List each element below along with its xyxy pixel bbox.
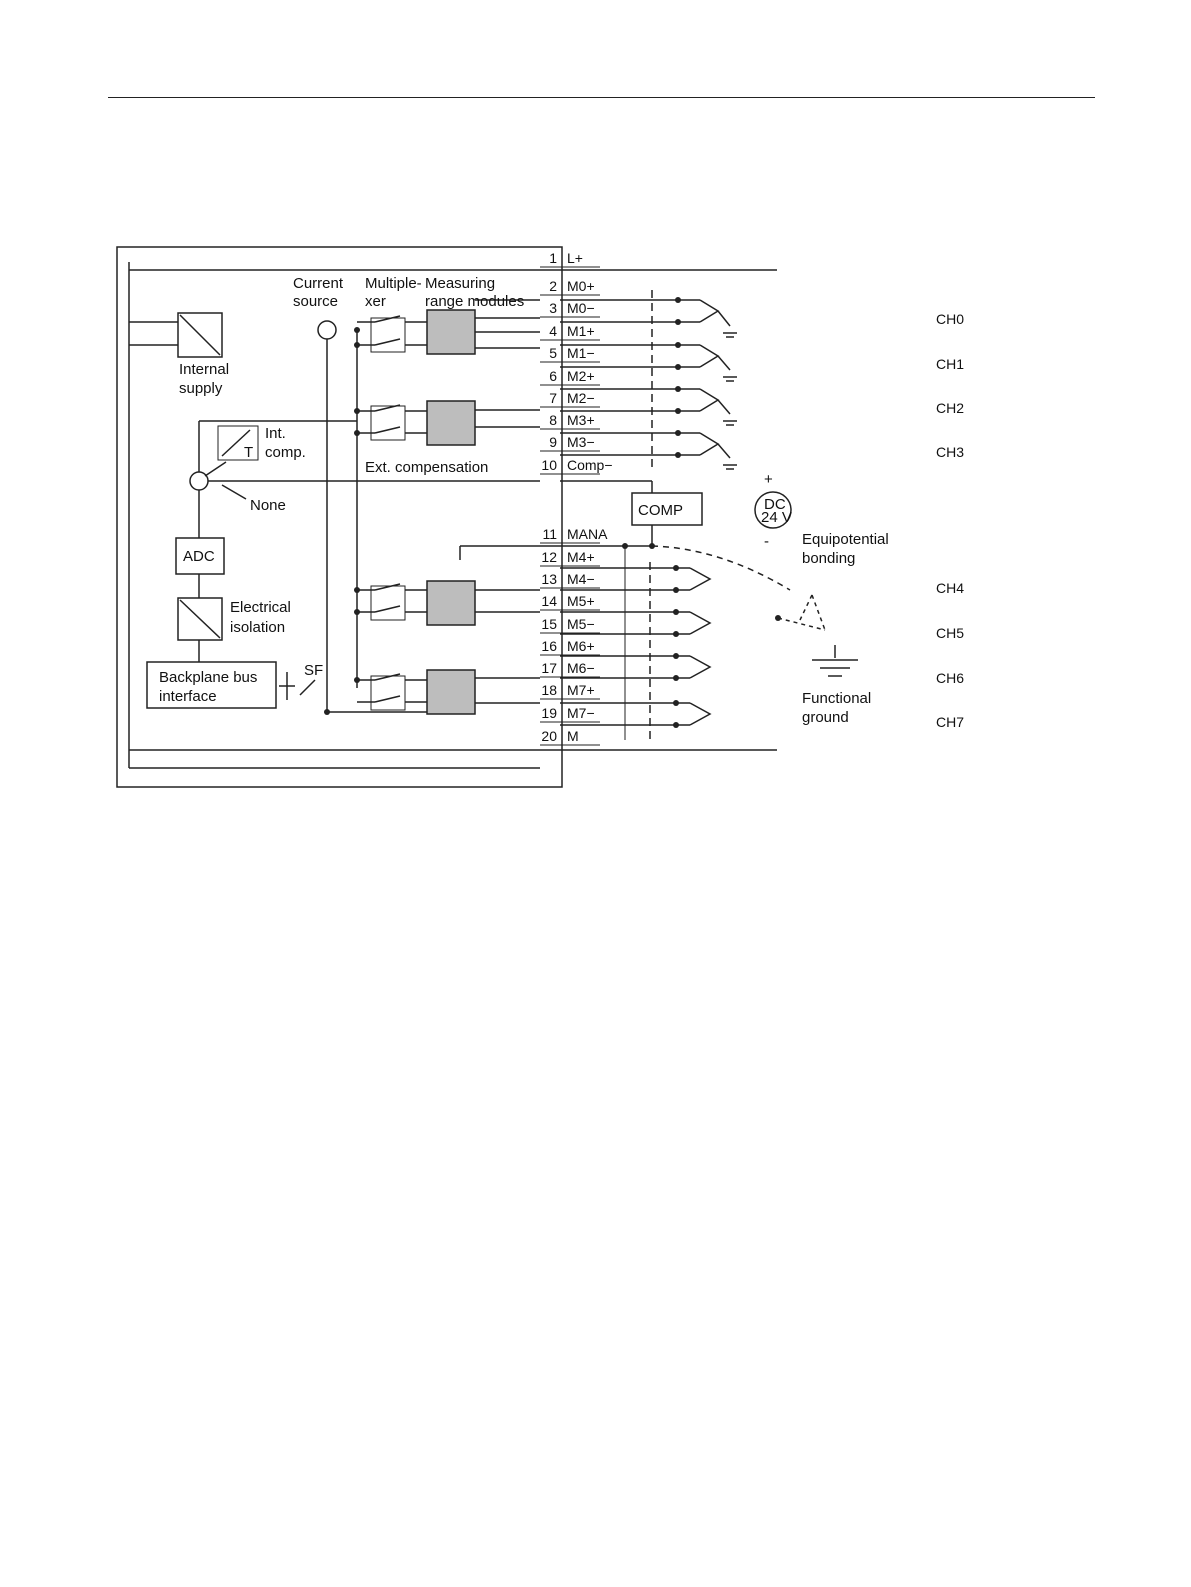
terminal-number: 19 (541, 705, 557, 721)
multiplexer-label-1: Multiple- (365, 275, 422, 292)
measuring-label-2: range modules (425, 293, 524, 310)
terminal-number: 20 (541, 728, 557, 744)
channel-label-ch5: CH5 (936, 625, 964, 641)
terminal-signal: L+ (567, 250, 583, 266)
backplane-block (146, 661, 277, 709)
channel-label-ch7: CH7 (936, 714, 964, 730)
module-outline (116, 246, 563, 788)
dc-plus: + (764, 471, 773, 488)
terminal-number: 3 (549, 300, 557, 316)
terminal-number: 10 (541, 457, 557, 473)
functional-ground-label-2: ground (802, 709, 849, 726)
terminal-signal: M6− (567, 660, 595, 676)
summing-node (189, 471, 209, 491)
int-comp-label-1: Int. (265, 425, 286, 442)
terminal-signal: M2+ (567, 368, 595, 384)
dc-label-1: DC (764, 496, 786, 513)
terminal-signal: M6+ (567, 638, 595, 654)
isolation-block (177, 597, 223, 641)
terminal-number: 18 (541, 682, 557, 698)
internal-supply-label-2: supply (179, 380, 223, 397)
internal-supply-label-1: Internal (179, 361, 229, 378)
functional-ground-label-1: Functional (802, 690, 871, 707)
terminal-number: 4 (549, 323, 557, 339)
multiplexer-label-2: xer (365, 293, 386, 310)
terminal-number: 9 (549, 434, 557, 450)
terminal-number: 17 (541, 660, 557, 676)
terminal-block: 1 L+ 2 M0+ 3 M0− 4 M1+ 5 M1− 6 M2+ 7 M2− 8 M3+ 9 M3− 10 Com… (540, 250, 613, 746)
terminal-signal: M7− (567, 705, 595, 721)
measuring-range-module-3 (426, 580, 476, 626)
terminal-signal: M4− (567, 571, 595, 587)
current-source-label-1: Current (293, 275, 344, 292)
dc-label-2: 24 V (761, 509, 792, 526)
terminal-number: 6 (549, 368, 557, 384)
backplane-label-1: Backplane bus (159, 669, 257, 686)
terminal-signal: M4+ (567, 549, 595, 565)
terminal-number: 5 (549, 345, 557, 361)
terminal-number: 15 (541, 616, 557, 632)
terminal-number: 1 (549, 250, 557, 266)
terminal-signal: M1+ (567, 323, 595, 339)
comp-label: COMP (638, 502, 683, 519)
none-label: None (250, 497, 286, 514)
backplane-label-2: interface (159, 688, 217, 705)
t-label: T (244, 444, 253, 461)
terminal-number: 12 (541, 549, 557, 565)
header-rule (108, 97, 1095, 98)
dc-minus: - (764, 533, 769, 550)
adc-block (175, 537, 225, 575)
terminal-number: 8 (549, 412, 557, 428)
sf-label: SF (304, 662, 323, 679)
terminal-signal: M7+ (567, 682, 595, 698)
measuring-label-1: Measuring (425, 275, 495, 292)
terminal-signal: M5+ (567, 593, 595, 609)
terminal-signal: Comp− (567, 457, 613, 473)
terminal-signal: M1− (567, 345, 595, 361)
terminal-signal: MANA (567, 526, 608, 542)
equipotential-label-1: Equipotential (802, 531, 889, 548)
channel-label-ch3: CH3 (936, 444, 964, 460)
terminal-number: 7 (549, 390, 557, 406)
measuring-range-module-2 (426, 400, 476, 446)
terminal-signal: M3− (567, 434, 595, 450)
terminal-signal: M2− (567, 390, 595, 406)
int-comp-sensor (217, 425, 259, 461)
internal-supply-block (177, 312, 223, 358)
isolation-label-1: Electrical (230, 599, 291, 616)
current-source-symbol (317, 320, 337, 340)
ext-comp-label: Ext. compensation (365, 459, 488, 476)
terminal-signal: M0− (567, 300, 595, 316)
equipotential-label-2: bonding (802, 550, 855, 567)
terminal-signal: M0+ (567, 278, 595, 294)
int-comp-label-2: comp. (265, 444, 306, 461)
isolation-label-2: isolation (230, 619, 285, 636)
terminal-signal: M5− (567, 616, 595, 632)
terminal-number: 14 (541, 593, 557, 609)
dc-supply-symbol (754, 491, 792, 529)
channel-label-ch0: CH0 (936, 311, 964, 327)
adc-label: ADC (183, 548, 215, 565)
terminal-signal: M3+ (567, 412, 595, 428)
channel-label-ch2: CH2 (936, 400, 964, 416)
channel-label-ch4: CH4 (936, 580, 964, 596)
terminal-number: 2 (549, 278, 557, 294)
terminal-signal: M (567, 728, 579, 744)
measuring-range-module-1 (426, 309, 476, 355)
channel-label-ch1: CH1 (936, 356, 964, 372)
comp-block (631, 492, 703, 526)
terminal-number: 11 (542, 526, 557, 542)
current-source-label-2: source (293, 293, 338, 310)
channel-label-ch6: CH6 (936, 670, 964, 686)
measuring-range-module-4 (426, 669, 476, 715)
terminal-number: 13 (541, 571, 557, 587)
terminal-number: 16 (541, 638, 557, 654)
